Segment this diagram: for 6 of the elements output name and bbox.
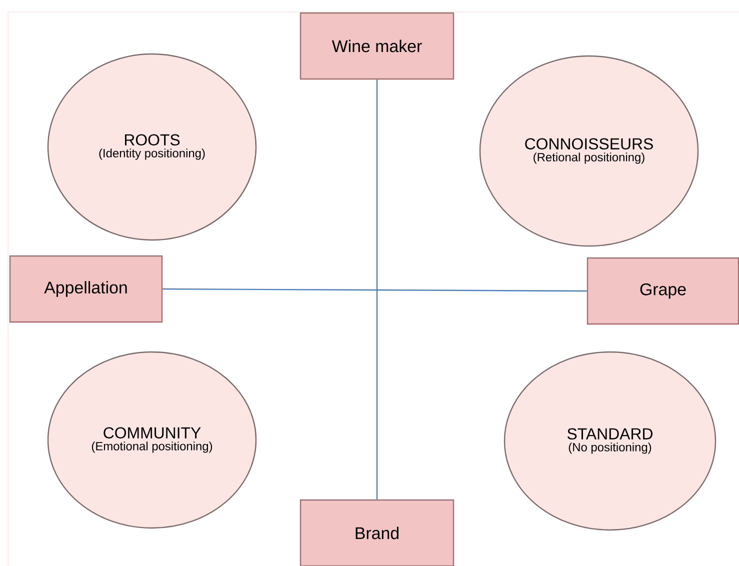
label-box: Appellation bbox=[9, 255, 163, 323]
connector-line bbox=[162, 288, 587, 292]
label-box: Wine maker bbox=[300, 12, 454, 80]
connector-line bbox=[376, 80, 378, 500]
label-box: Brand bbox=[300, 499, 454, 566]
label-box: Grape bbox=[586, 257, 739, 325]
